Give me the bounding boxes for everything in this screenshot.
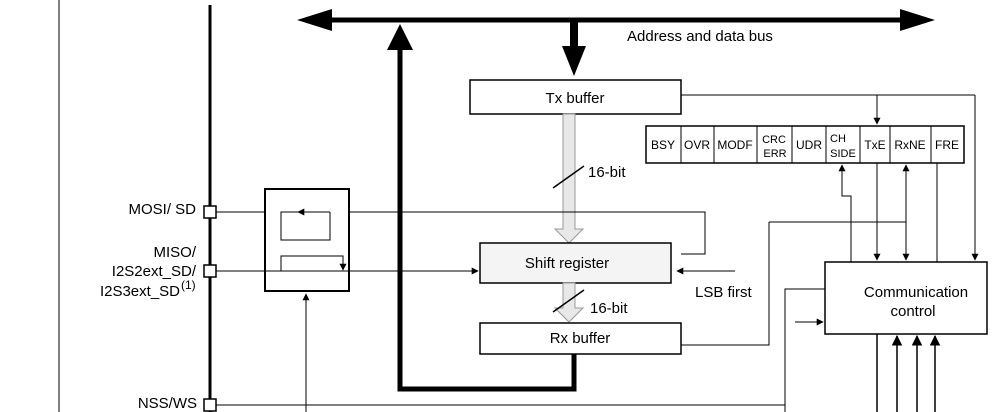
pin-mosi xyxy=(203,205,217,219)
io-switch-block xyxy=(264,188,350,292)
pin-label-mosi: MOSI/ SD xyxy=(128,201,196,218)
flag-control-wiring xyxy=(838,163,938,262)
tx-status-wiring xyxy=(681,94,979,261)
communication-control: Communication control xyxy=(824,261,988,335)
flag-udr: UDR xyxy=(796,138,822,152)
comm-control-line2: control xyxy=(890,303,935,320)
pin-label-nss: NSS/WS xyxy=(138,395,197,412)
control-bottom-wiring xyxy=(876,334,941,412)
shift-register: Shift register xyxy=(479,242,672,284)
tx-to-shift-arrow: 16-bit xyxy=(552,113,626,244)
lsb-first-input: LSB first xyxy=(676,267,753,301)
tx-buffer: Tx buffer xyxy=(469,79,682,115)
flag-ovr: OVR xyxy=(684,138,710,152)
flag-bsy: BSY xyxy=(651,138,675,152)
bus-label: Address and data bus xyxy=(627,28,773,45)
rx-buffer-label: Rx buffer xyxy=(550,330,611,347)
rx-buffer: Rx buffer xyxy=(479,322,682,355)
lsb-first-label: LSB first xyxy=(695,284,753,301)
rx-to-bus-path xyxy=(387,24,577,392)
flag-modf: MODF xyxy=(717,138,752,152)
flag-crcerr-line2: ERR xyxy=(763,148,786,160)
comm-control-line1: Communication xyxy=(864,284,968,301)
status-flags: BSY OVR MODF CRC ERR UDR CH SIDE TxE RxN… xyxy=(645,125,965,164)
flag-chside-line2: SIDE xyxy=(830,148,856,160)
pin-label-miso-3: I2S3ext_SD xyxy=(100,283,180,300)
shift-register-label: Shift register xyxy=(525,255,609,272)
datapath-control-wiring xyxy=(216,211,906,412)
address-data-bus: Address and data bus xyxy=(297,9,935,45)
pin-label-miso-2: I2S2ext_SD/ xyxy=(112,263,197,280)
width-label-lower: 16-bit xyxy=(590,300,628,317)
flag-fre: FRE xyxy=(935,138,959,152)
pin-label-miso-1: MISO/ xyxy=(153,244,196,261)
pin-nss xyxy=(203,398,217,412)
bus-to-tx-arrow xyxy=(562,20,586,76)
nss-wiring xyxy=(216,293,785,412)
flag-chside-line1: CH xyxy=(830,133,846,145)
flag-crcerr-line1: CRC xyxy=(762,134,786,146)
shift-to-rx-arrow: 16-bit xyxy=(552,282,628,323)
pin-miso xyxy=(203,264,217,278)
tx-buffer-label: Tx buffer xyxy=(546,90,605,107)
width-label-upper: 16-bit xyxy=(588,164,626,181)
pin-label-miso-sup: (1) xyxy=(181,278,196,292)
flag-txe: TxE xyxy=(864,138,885,152)
flag-rxne: RxNE xyxy=(894,138,925,152)
